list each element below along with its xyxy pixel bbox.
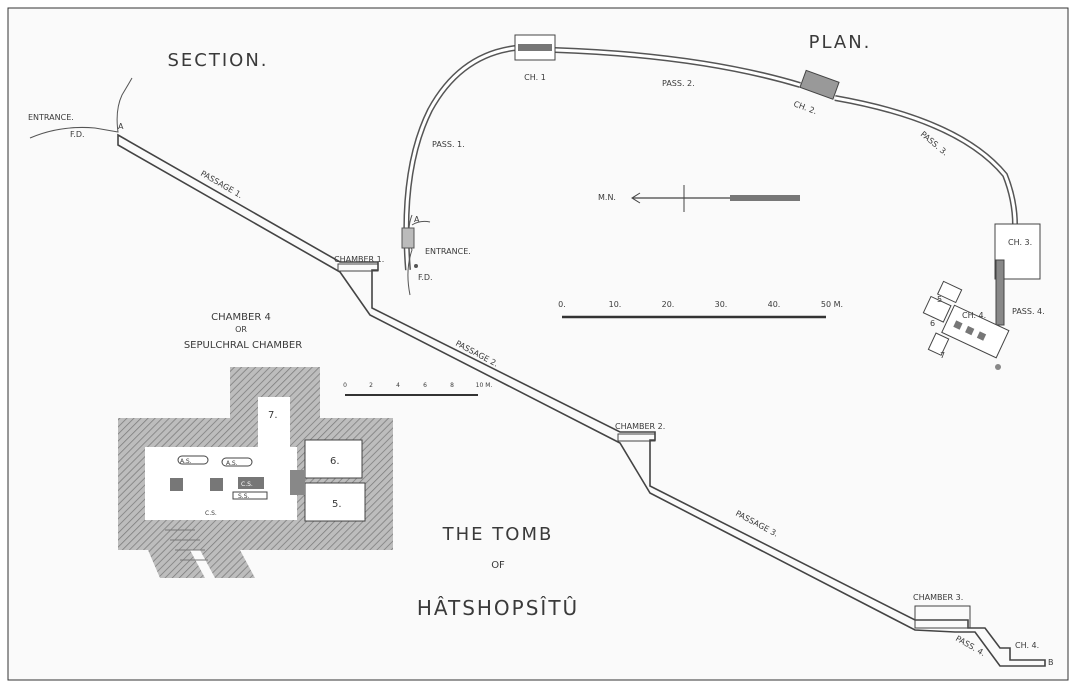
plan-room-6: 6 xyxy=(930,319,935,328)
pass2-plan-label: PASS. 2. xyxy=(662,79,695,88)
b-marker xyxy=(995,364,1001,370)
pass1-plan-label: PASS. 1. xyxy=(432,140,465,149)
ch3-plan-label: CH. 3. xyxy=(1008,238,1032,247)
ch4-plan-label: CH. 4. xyxy=(962,311,986,320)
ch4-section-label: CH. 4. xyxy=(1015,641,1039,650)
chamber1-label: CHAMBER 1. xyxy=(334,255,384,264)
section-a-label: A xyxy=(118,122,124,131)
plan-scale-tick: 20. xyxy=(662,300,675,309)
plan-title: PLAN. xyxy=(809,32,872,53)
chamber1-section xyxy=(337,263,379,272)
chamber4-subtitle: SEPULCHRAL CHAMBER xyxy=(184,340,302,351)
pass4-plan xyxy=(995,259,1005,326)
small-scale-tick: 0 xyxy=(343,382,347,389)
sep-label-as1: A.S. xyxy=(180,458,192,465)
ch2-plan xyxy=(799,69,840,100)
plan-room-7: 7 xyxy=(940,351,945,360)
small-scale-tick: 4 xyxy=(396,382,400,389)
sep-label-cs2: C.S. xyxy=(205,510,217,517)
caption: THE TOMB OF HÂTSHOPSÎTÛ xyxy=(417,524,579,620)
caption-line1: THE TOMB xyxy=(442,524,554,545)
caption-line2: OF xyxy=(491,560,505,571)
plan-scale-tick: 0. xyxy=(558,300,566,309)
section-passages xyxy=(117,133,1046,667)
chamber4-or: OR xyxy=(235,325,247,334)
plan-scale-tick: 30. xyxy=(715,300,728,309)
sep-label-ss: S.S. xyxy=(238,493,250,500)
small-scale-bar: 0 2 4 6 8 10 M. xyxy=(343,382,493,396)
plan-scale-tick: 40. xyxy=(768,300,781,309)
plan-fd-label: F.D. xyxy=(418,273,433,282)
ch1-plan-label: CH. 1 xyxy=(524,73,546,82)
chamber-cluster-plan xyxy=(922,280,1010,359)
room-5-label: 5. xyxy=(332,499,342,510)
chamber3-section xyxy=(914,605,971,629)
frame-border xyxy=(7,7,1069,681)
small-scale-tick: 6 xyxy=(423,382,427,389)
plan-room-5: 5 xyxy=(937,295,942,304)
small-scale-tick: 10 M. xyxy=(476,382,493,389)
sepulchral-chamber-plan: CHAMBER 4 OR SEPULCHRAL CHAMBER A.S. A.S… xyxy=(118,312,492,578)
pass4-plan-label: PASS. 4. xyxy=(1012,307,1045,316)
plan-a-label: A xyxy=(414,215,420,224)
plan-scale-tick: 10. xyxy=(609,300,622,309)
b-label: B xyxy=(1048,658,1054,667)
room-6-label: 6. xyxy=(330,456,340,467)
caption-line3: HÂTSHOPSÎTÛ xyxy=(417,596,579,620)
sep-label-as2: A.S. xyxy=(226,460,238,467)
chamber2-label: CHAMBER 2. xyxy=(615,422,665,431)
chamber3-label: CHAMBER 3. xyxy=(913,593,963,602)
sep-label-cs: C.S. xyxy=(241,481,253,488)
ground-line xyxy=(29,77,133,139)
plan-ground-line xyxy=(407,214,431,296)
small-scale-tick: 8 xyxy=(450,382,454,389)
section-entrance-label: ENTRANCE. xyxy=(28,113,74,122)
section-fd-label: F.D. xyxy=(70,130,85,139)
small-scale-tick: 2 xyxy=(369,382,373,389)
plan-scale-bar: 0. 10. 20. 30. 40. 50 M. xyxy=(558,300,843,319)
plan-scale-tick: 50 M. xyxy=(821,300,843,309)
plan-entrance-label: ENTRANCE. xyxy=(425,247,471,256)
chamber2-section xyxy=(617,433,656,442)
chamber4-title: CHAMBER 4 xyxy=(211,312,271,323)
room-7-label: 7. xyxy=(268,410,278,421)
section-title: SECTION. xyxy=(167,50,268,71)
north-label: M.N. xyxy=(598,193,616,202)
